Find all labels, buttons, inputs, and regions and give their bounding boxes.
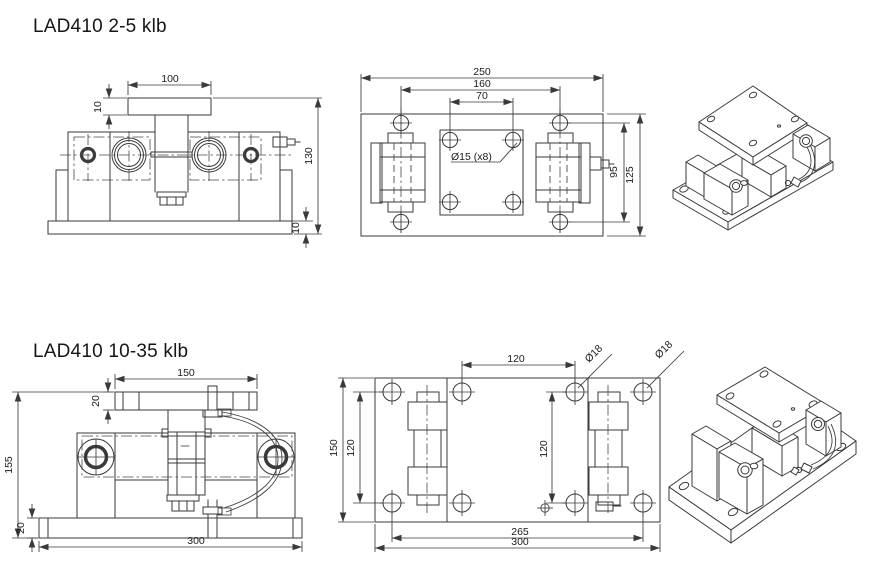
cable-connector bbox=[595, 501, 622, 512]
view-10-35-top: 120 Ø18 Ø18 150 120 bbox=[328, 339, 685, 552]
dim-inner-hole-depth: 120 bbox=[538, 391, 567, 504]
iso-pedestal-right bbox=[805, 400, 842, 457]
center-plate bbox=[439, 129, 524, 216]
dim-plate-hole-spacing: 120 bbox=[461, 353, 576, 384]
hole-callout-label: Ø18 bbox=[583, 343, 606, 366]
anti-lift-bolts bbox=[202, 385, 223, 539]
dim-label: 160 bbox=[473, 78, 491, 90]
hole-callout-label: Ø15 (x8) bbox=[451, 151, 492, 163]
dim-label: 120 bbox=[538, 440, 550, 458]
dim-label: 300 bbox=[187, 535, 205, 547]
dim-label: 250 bbox=[473, 66, 491, 78]
dim-label: 20 bbox=[90, 395, 102, 407]
base-plate-outline bbox=[360, 113, 604, 237]
dim-overall-width: 300 bbox=[374, 524, 661, 552]
mount-body bbox=[76, 432, 296, 519]
dim-overall-depth: 125 bbox=[607, 113, 646, 237]
position-marker bbox=[536, 499, 554, 517]
base-plate-outline bbox=[374, 377, 661, 523]
dim-plate-hole-spacing: 70 bbox=[449, 90, 514, 130]
iso-pedestal-left bbox=[691, 425, 764, 515]
top-plate bbox=[127, 97, 212, 116]
right-roller-assembly bbox=[588, 385, 629, 513]
dim-label: 155 bbox=[3, 456, 15, 474]
dim-overall-depth: 150 bbox=[328, 377, 374, 523]
cable-connector bbox=[272, 136, 301, 148]
dim-label: 300 bbox=[511, 536, 529, 548]
dim-top-plate-thickness: 20 bbox=[90, 378, 114, 424]
dim-overall-height: 130 bbox=[213, 97, 322, 235]
dim-label: 150 bbox=[177, 367, 195, 379]
base-plate bbox=[47, 220, 293, 235]
dim-label: 130 bbox=[303, 147, 315, 165]
dim-mount-hole-spacing: 265 bbox=[391, 513, 644, 542]
left-roller-assembly bbox=[407, 385, 448, 513]
hole-callout-label: Ø18 bbox=[653, 339, 676, 362]
base-plate bbox=[38, 517, 303, 539]
top-plate bbox=[114, 391, 258, 411]
view-2-5-front: 100 10 130 10 bbox=[47, 73, 322, 248]
mount-body bbox=[55, 131, 293, 222]
dim-label: 20 bbox=[15, 522, 27, 534]
section-title-2-5klb: LAD410 2-5 klb bbox=[33, 16, 167, 37]
dim-label: 70 bbox=[476, 90, 488, 102]
iso-pedestal-left bbox=[685, 154, 749, 216]
dim-hole-row-depth: 120 bbox=[345, 391, 383, 504]
hole-callout-left: Ø18 bbox=[577, 343, 613, 389]
dim-label: 150 bbox=[328, 439, 340, 457]
dim-inner-depth: 95 bbox=[568, 122, 630, 223]
dim-label: 10 bbox=[290, 222, 302, 234]
left-roller-assembly bbox=[370, 108, 426, 233]
dim-overall-height: 155 bbox=[3, 391, 103, 539]
dim-label: 120 bbox=[507, 353, 525, 365]
dim-base-thickness: 20 bbox=[15, 504, 38, 552]
ground-cable bbox=[217, 408, 283, 516]
dim-label: 100 bbox=[161, 73, 179, 85]
iso-pedestal-right bbox=[792, 124, 831, 172]
cable-connector bbox=[589, 156, 615, 171]
hidden-tube-outline bbox=[81, 435, 293, 478]
right-roller-assembly bbox=[535, 108, 591, 233]
dim-base-thickness: 10 bbox=[290, 207, 313, 248]
load-cell-column bbox=[150, 114, 193, 206]
dim-base-width: 300 bbox=[38, 535, 303, 552]
iso-cable bbox=[784, 144, 816, 188]
dim-mount-hole-spacing: 160 bbox=[400, 78, 561, 112]
dim-label: 120 bbox=[345, 439, 357, 457]
view-10-35-front: 150 20 155 20 bbox=[3, 367, 303, 552]
dim-top-plate-width: 150 bbox=[114, 367, 258, 389]
iso-cable bbox=[790, 423, 837, 476]
view-10-35-iso bbox=[668, 366, 857, 544]
dim-top-plate-thickness: 10 bbox=[92, 84, 127, 129]
dim-overall-width: 250 bbox=[360, 66, 604, 112]
view-2-5-top: Ø15 (x8) 250 160 70 bbox=[360, 66, 646, 237]
hole-callout: Ø15 (x8) bbox=[451, 142, 518, 163]
view-2-5-iso bbox=[672, 85, 834, 231]
dim-label: 95 bbox=[608, 166, 620, 178]
dim-label: 125 bbox=[624, 166, 636, 184]
section-title-10-35klb: LAD410 10-35 klb bbox=[33, 341, 189, 362]
pivot-holes bbox=[77, 438, 295, 476]
dim-top-plate-width: 100 bbox=[127, 73, 212, 95]
load-cell-column bbox=[161, 409, 212, 512]
hole-callout-right: Ø18 bbox=[646, 339, 685, 389]
dim-label: 265 bbox=[511, 526, 529, 538]
centerlines bbox=[60, 131, 291, 184]
dim-label: 10 bbox=[92, 101, 104, 113]
